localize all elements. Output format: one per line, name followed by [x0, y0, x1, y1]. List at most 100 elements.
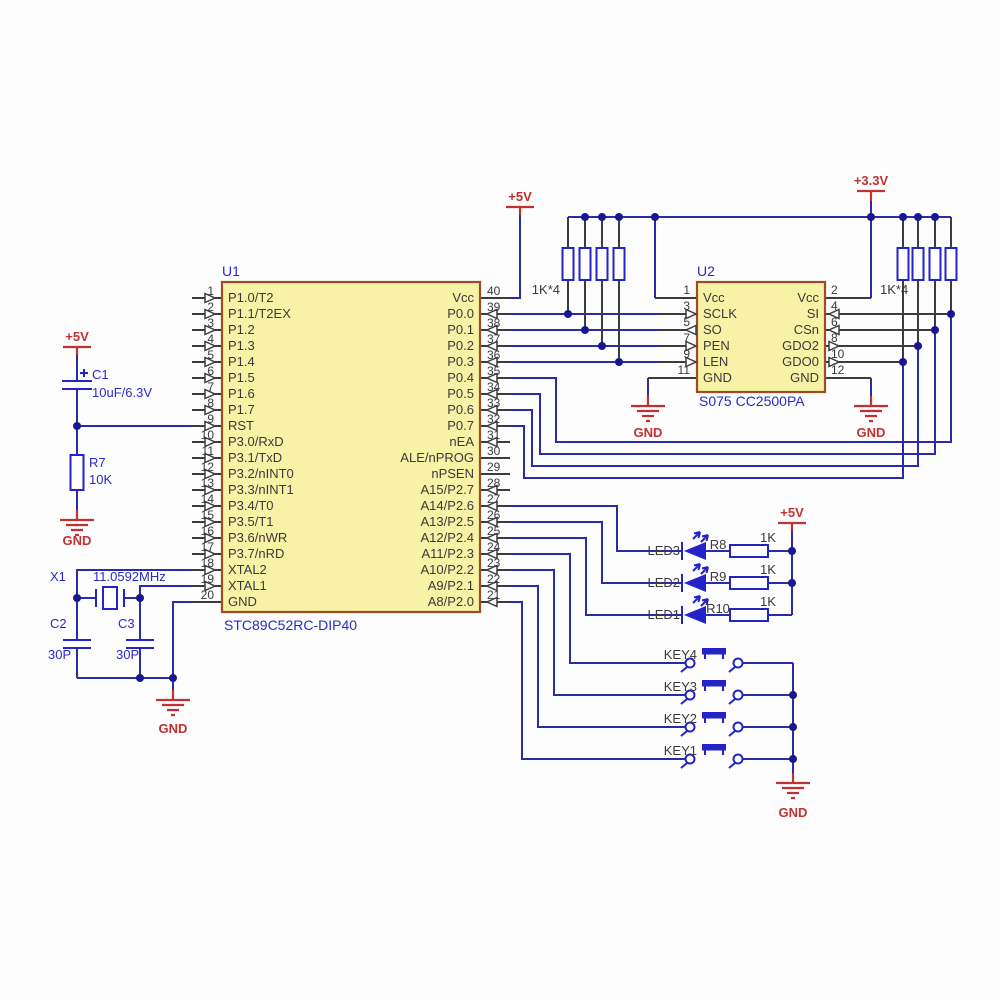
u2-pin-name: GDO2	[782, 338, 819, 353]
u1-pin-number: 2	[207, 300, 214, 314]
u1-pin-number: 14	[201, 492, 215, 506]
u2-pin-number: 7	[683, 331, 690, 345]
key-button-cap-icon	[702, 712, 726, 719]
u1-pin-name: A8/P2.0	[428, 594, 474, 609]
power-5v-reset-label: +5V	[65, 329, 89, 344]
pin-direction-icon	[485, 404, 498, 416]
u1-pin-number: 17	[201, 540, 215, 554]
led-icon	[684, 606, 706, 624]
pin-direction-icon	[204, 484, 217, 496]
u1-pin-name: P1.0/T2	[228, 290, 274, 305]
u1-pin-name: A10/P2.2	[421, 562, 475, 577]
pin-direction-icon	[485, 516, 498, 528]
u1-pin-name: P1.2	[228, 322, 255, 337]
pin-direction-icon	[204, 340, 217, 352]
u1-pin-name: P3.2/nINT0	[228, 466, 294, 481]
pin-direction-icon	[685, 356, 698, 368]
u1-pin-name: A13/P2.5	[421, 514, 475, 529]
pin-direction-icon	[204, 532, 217, 544]
pin-direction-icon	[827, 308, 840, 320]
junction-dot	[598, 342, 606, 350]
wire	[139, 585, 192, 598]
u1-pin-name: P0.7	[447, 418, 474, 433]
u1-pin-name: nPSEN	[431, 466, 474, 481]
gnd-keys-label: GND	[779, 805, 808, 820]
u1-pin-name: P3.1/TxD	[228, 450, 282, 465]
u2-pin-name: SI	[807, 306, 819, 321]
led-ref-label: LED3	[647, 543, 680, 558]
junction-dot	[867, 213, 875, 221]
u1-ref-label: U1	[222, 263, 240, 279]
pin-direction-icon	[827, 324, 840, 336]
wire	[510, 346, 919, 467]
pin-direction-icon	[204, 308, 217, 320]
u1-pin-name: P3.4/T0	[228, 498, 274, 513]
c1-plus-icon	[80, 369, 88, 377]
u1-pin-name: P0.3	[447, 354, 474, 369]
u2-pin-name: GND	[790, 370, 819, 385]
key-contact	[684, 657, 696, 669]
c2-value-label: 30P	[48, 647, 71, 662]
pin-direction-icon	[204, 292, 217, 304]
u2-ref-label: U2	[697, 263, 715, 279]
key-lever-icon	[680, 698, 736, 705]
junction-dot	[651, 213, 659, 221]
u1-pin-number: 35	[487, 364, 501, 378]
u2-pin-number: 1	[683, 283, 690, 297]
pin-direction-icon	[485, 340, 498, 352]
key-contact	[684, 721, 696, 733]
junction-dot	[615, 358, 623, 366]
wire	[510, 601, 685, 760]
u1-pin-name: P0.5	[447, 386, 474, 401]
u1-pin-name: P3.7/nRD	[228, 546, 284, 561]
c1-ref-label: C1	[92, 367, 109, 382]
u2-pin-name: Vcc	[703, 290, 725, 305]
key-button-cap-icon	[702, 648, 726, 655]
pin-direction-icon	[204, 580, 217, 592]
x1-ref-label: X1	[50, 569, 66, 584]
pin-direction-icon	[204, 388, 217, 400]
u2-pin-name: CSn	[794, 322, 819, 337]
power-5v-led-label: +5V	[780, 505, 804, 520]
u1-pin-number: 24	[487, 540, 501, 554]
pin-direction-icon	[485, 420, 498, 432]
pin-direction-icon	[204, 420, 217, 432]
u2-pin-number: 11	[678, 363, 691, 377]
gnd-crystal-label: GND	[159, 721, 188, 736]
pin-direction-icon	[485, 532, 498, 544]
u1-pin-name: ALE/nPROG	[400, 450, 474, 465]
u1-pin-name: P3.0/RxD	[228, 434, 284, 449]
pin-direction-icon	[204, 468, 217, 480]
wire	[510, 505, 682, 552]
led-resistor-ref-label: R10	[706, 601, 730, 616]
c2-capacitor	[63, 639, 91, 649]
junction-dot	[598, 213, 606, 221]
ground-icon	[854, 396, 888, 423]
pullup-resistor	[561, 247, 575, 281]
u2-pin-number: 8	[831, 331, 838, 345]
key-stem	[704, 750, 724, 755]
u2-pin-number: 10	[831, 347, 845, 361]
wire	[172, 601, 192, 690]
u2-pin-name: LEN	[703, 354, 728, 369]
key-contact	[732, 721, 744, 733]
u2-pin-number: 9	[683, 347, 690, 361]
key-stem	[704, 718, 724, 723]
u1-pin-name: P3.5/T1	[228, 514, 274, 529]
wire	[510, 585, 685, 728]
pin-direction-icon	[485, 356, 498, 368]
x1-crystal-plates	[95, 589, 125, 607]
power-3v3-label: +3.3V	[854, 173, 889, 188]
u2-rf-module-body	[695, 280, 827, 394]
pin-direction-icon	[485, 564, 498, 576]
u2-part-label: S075 CC2500PA	[699, 393, 805, 409]
u2-pin-number: 3	[683, 299, 690, 313]
u1-pin-number: 18	[201, 556, 215, 570]
u1-pin-number: 20	[201, 588, 215, 602]
u1-pin-name: P1.7	[228, 402, 255, 417]
u1-pin-name: P1.1/T2EX	[228, 306, 291, 321]
junction-dot	[931, 326, 939, 334]
u1-pin-number: 5	[207, 348, 214, 362]
